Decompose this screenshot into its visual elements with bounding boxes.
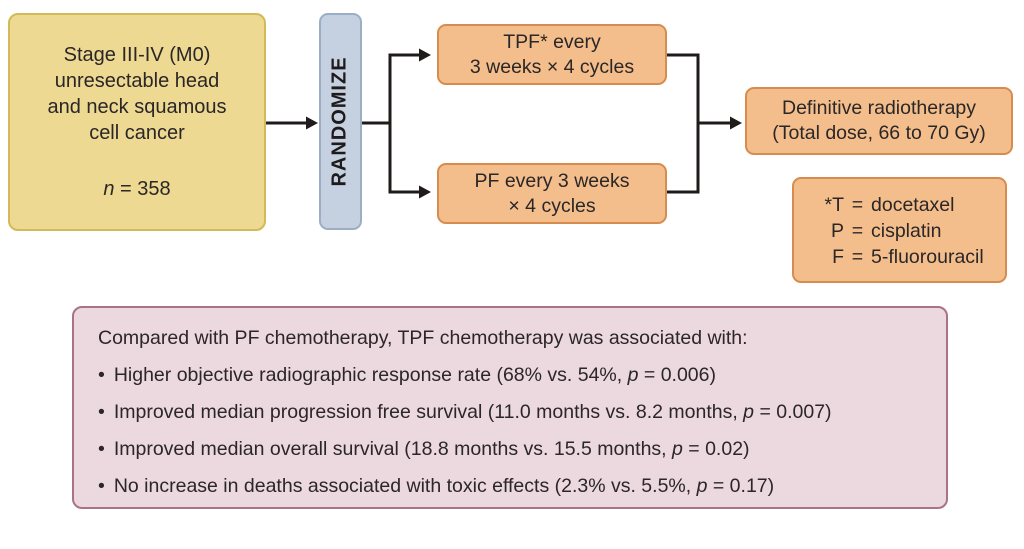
legend-row: *T = docetaxel [812, 192, 995, 218]
legend-row: P = cisplatin [812, 218, 995, 244]
tpf-arm-box: TPF* every 3 weeks × 4 cycles [437, 24, 667, 85]
legend-equals: = [851, 246, 864, 268]
bullet-icon: • [98, 401, 105, 423]
bullet-icon: • [98, 438, 105, 460]
p-variable: p [696, 475, 708, 497]
arrowhead-icon [419, 185, 431, 199]
patient-population-box: Stage III-IV (M0) unresectable head and … [8, 13, 266, 231]
drug-legend-box: *T = docetaxel P = cisplatin F = 5-fluor… [792, 177, 1007, 283]
bullet-text: No increase in deaths associated with to… [113, 475, 697, 497]
n-variable: n [103, 178, 115, 200]
p-value: = 0.006) [638, 364, 716, 386]
bullet-icon: • [98, 475, 105, 497]
legend-symbol: F [832, 246, 844, 268]
result-bullet: • Improved median progression free surviv… [98, 394, 926, 431]
radiotherapy-line: Definitive radiotherapy [781, 97, 977, 119]
tpf-line: TPF* every [503, 30, 601, 53]
p-value: = 0.02) [682, 438, 750, 460]
legend-equals: = [851, 194, 864, 216]
p-variable: p [627, 364, 639, 386]
bullet-text: Improved median progression free surviva… [113, 401, 744, 423]
randomize-box: RANDOMIZE [319, 13, 362, 230]
patient-line: Stage III-IV (M0) [63, 44, 211, 66]
radiotherapy-line: (Total dose, 66 to 70 Gy) [772, 122, 986, 144]
legend-row: F = 5-fluorouracil [812, 244, 995, 270]
legend-equals: = [851, 220, 864, 242]
legend-symbol: P [830, 220, 844, 242]
results-intro: Compared with PF chemotherapy, TPF chemo… [98, 327, 748, 349]
legend-symbol: *T [824, 194, 845, 216]
bullet-icon: • [98, 364, 105, 386]
p-value: = 0.17) [707, 475, 775, 497]
pf-line: × 4 cycles [508, 194, 596, 217]
p-variable: p [743, 401, 755, 423]
result-bullet: • No increase in deaths associated with t… [98, 468, 926, 505]
legend-value: cisplatin [871, 220, 942, 242]
patient-line: and neck squamous [47, 96, 227, 118]
p-variable: p [672, 438, 683, 460]
radiotherapy-box: Definitive radiotherapy (Total dose, 66 … [745, 87, 1013, 155]
result-bullet: • Improved median overall survival (18.8 … [98, 431, 926, 468]
legend-value: 5-fluorouracil [871, 246, 984, 268]
n-value: = 358 [114, 178, 171, 200]
arrowhead-icon [730, 116, 742, 130]
result-bullet: • Higher objective radiographic response … [98, 357, 926, 394]
patient-line: cell cancer [89, 122, 185, 144]
arrowhead-icon [306, 116, 318, 130]
p-value: = 0.007) [754, 401, 832, 423]
results-box: Compared with PF chemotherapy, TPF chemo… [72, 306, 948, 509]
patient-line: unresectable head [54, 70, 220, 92]
legend-value: docetaxel [871, 194, 955, 216]
pf-line: PF every 3 weeks [474, 169, 630, 192]
tpf-line: 3 weeks × 4 cycles [469, 55, 635, 78]
pf-arm-box: PF every 3 weeks × 4 cycles [437, 163, 667, 224]
arrowhead-icon [419, 48, 431, 62]
randomize-label: RANDOMIZE [329, 56, 352, 187]
sample-size: n = 358 [103, 176, 170, 202]
bullet-text: Improved median overall survival (18.8 m… [113, 438, 672, 460]
bullet-text: Higher objective radiographic response r… [113, 364, 628, 386]
